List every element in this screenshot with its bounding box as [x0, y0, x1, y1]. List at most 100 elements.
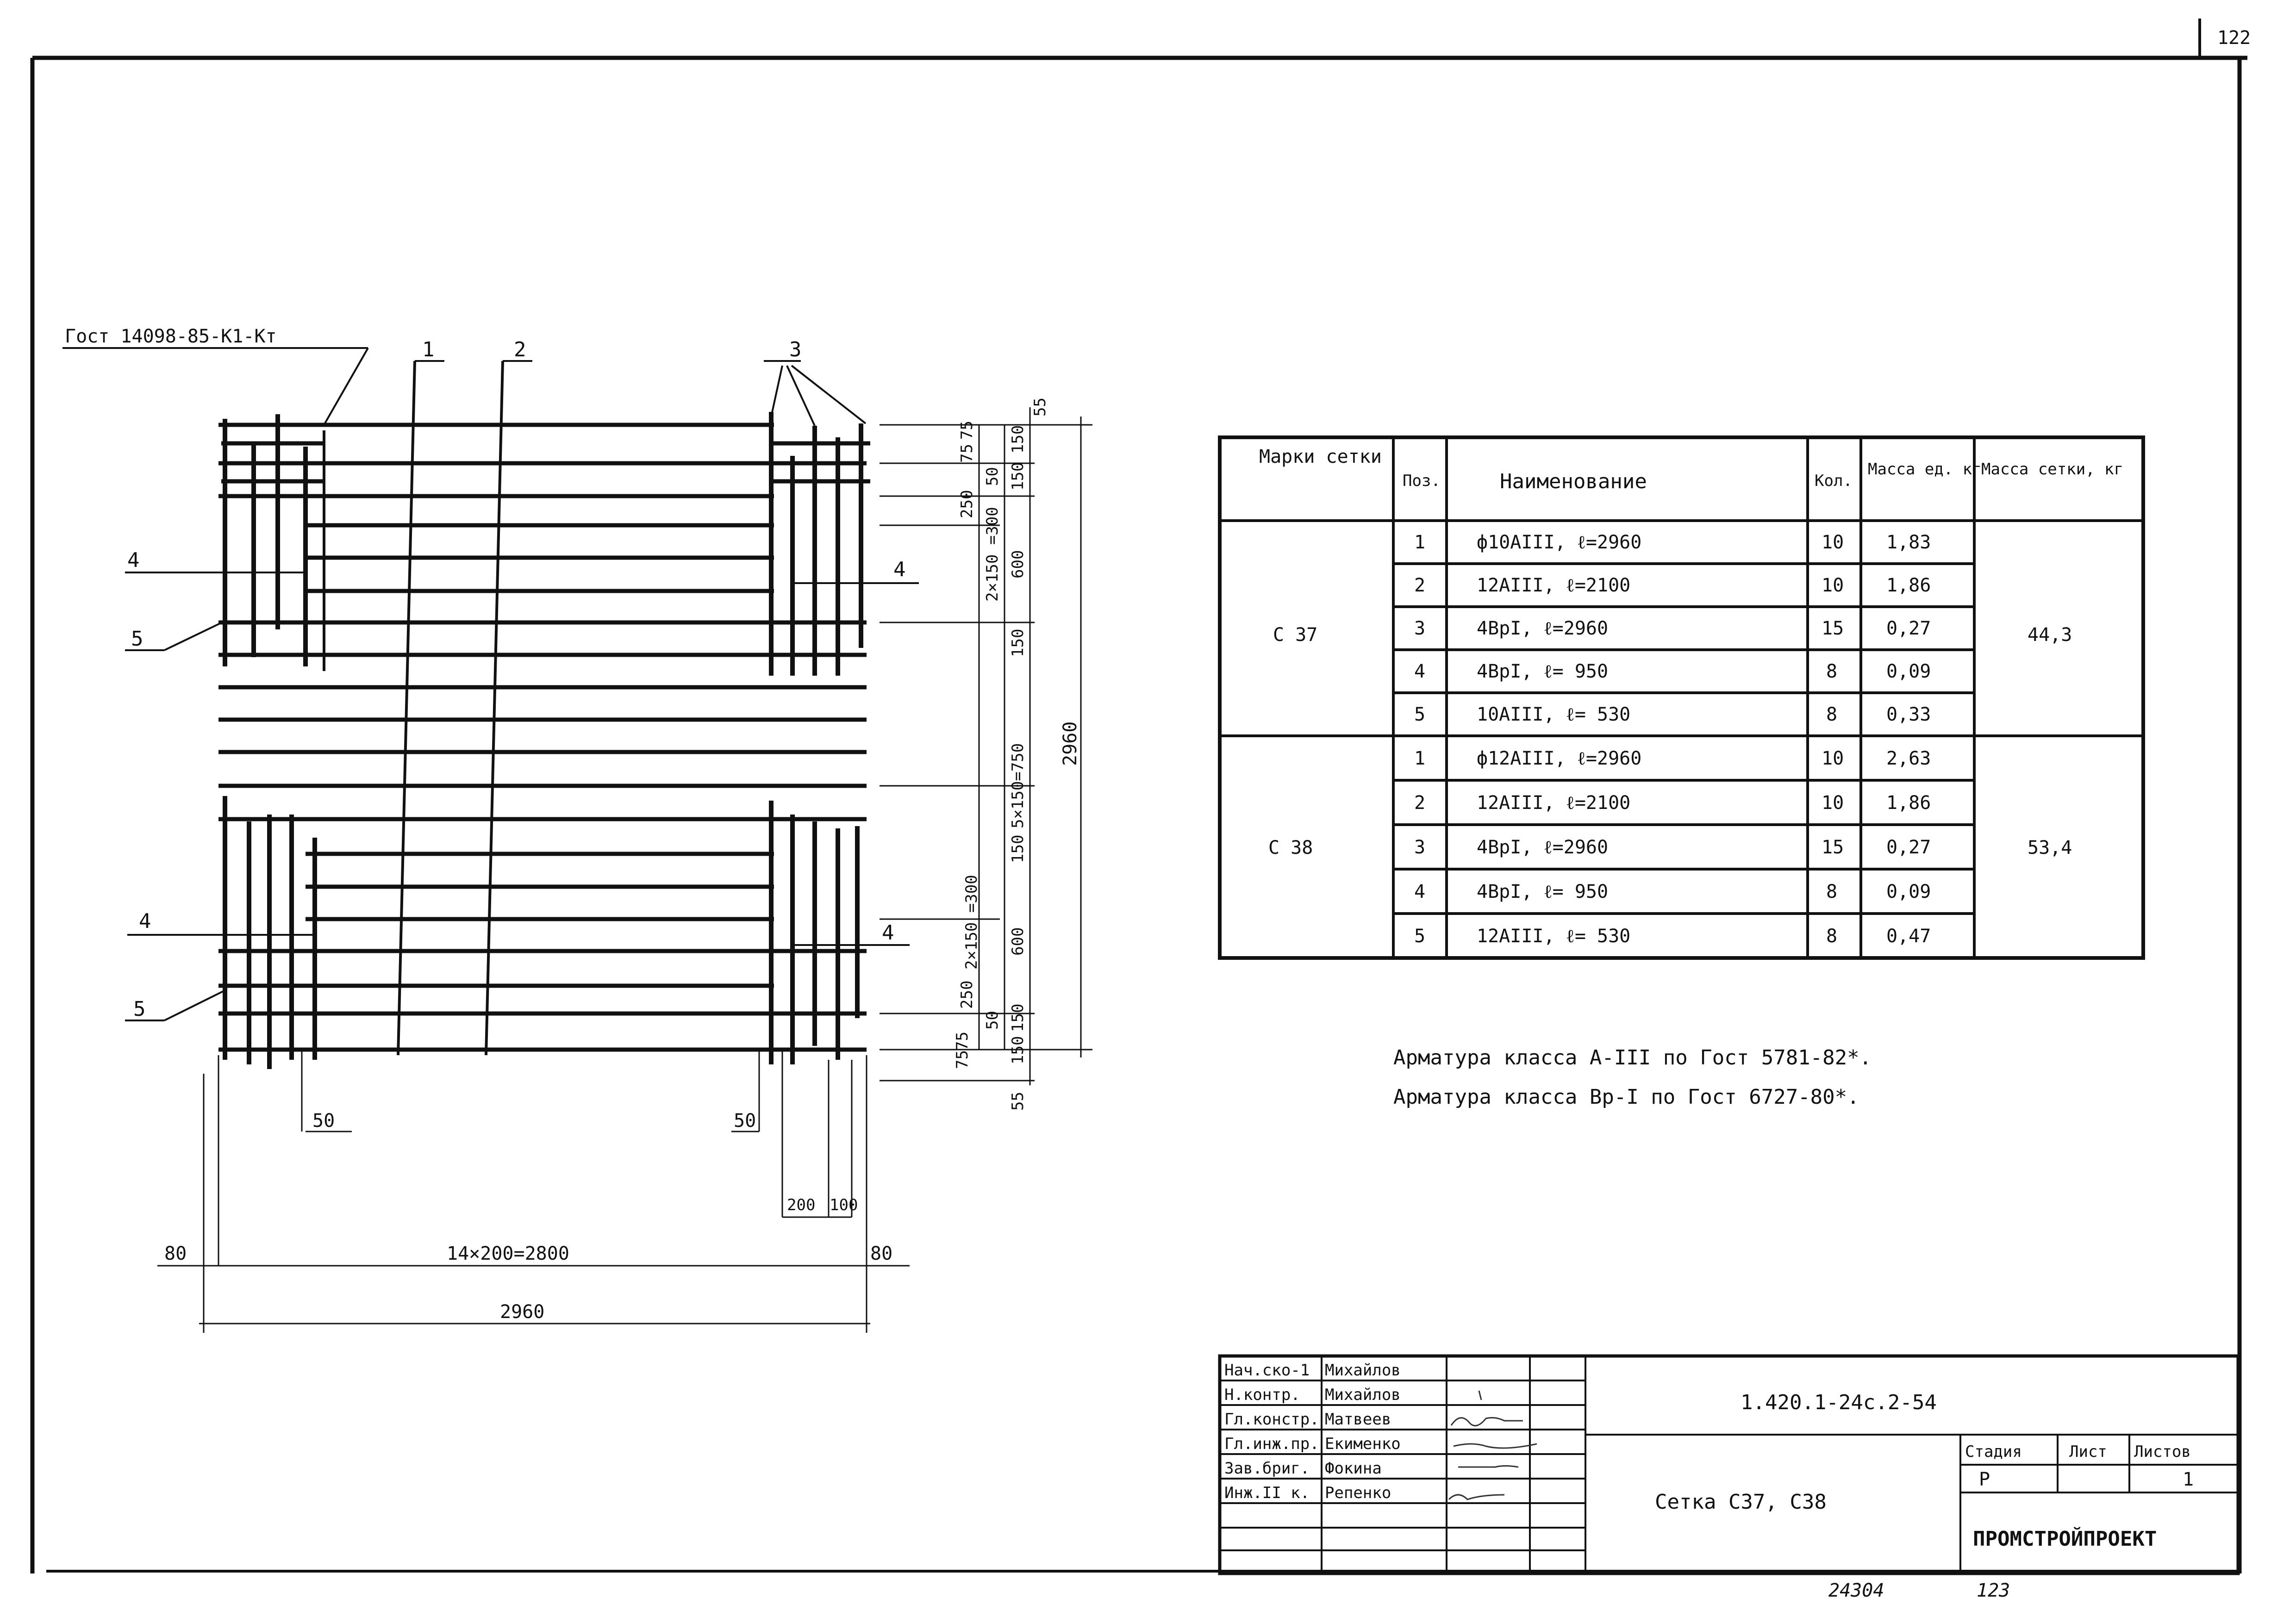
c38-pos-1: 1: [1414, 748, 1425, 769]
c37-name-2: 12АIII, ℓ=2100: [1477, 575, 1630, 596]
name-5: Фокина: [1325, 1459, 1382, 1478]
c38-name-2: 12АIII, ℓ=2100: [1477, 792, 1630, 814]
dim-75-b: 75: [958, 444, 976, 463]
c38-name-3: 4ВрI, ℓ=2960: [1477, 837, 1608, 858]
horizontal-bars: [218, 423, 867, 1052]
c37-mass-1: 1,83: [1886, 532, 1931, 553]
role-6: Инж.II к.: [1224, 1484, 1310, 1502]
c38-qty-1: 10: [1822, 748, 1844, 769]
dim-150-b: 150: [1009, 462, 1027, 491]
dim-5x150: 5×150=750: [1009, 743, 1027, 828]
title-block: Нач.ско-1 Михайлов Н.контр. Михайлов Гл.…: [1218, 1354, 2240, 1575]
role-3: Гл.констр.: [1224, 1410, 1319, 1429]
sheets-value: 1: [2183, 1469, 2194, 1490]
c37-qty-2: 10: [1822, 575, 1844, 596]
dim-250-b: 250: [958, 981, 976, 1009]
dim-75-d: 75: [953, 1050, 972, 1069]
right-dimension-labels: 55 150 75 75 50 150 250 2×150 =300 600 1…: [953, 398, 1081, 1111]
c38-mass-5: 0,47: [1886, 926, 1931, 947]
dim-600-a: 600: [1009, 550, 1027, 578]
c37-qty-3: 15: [1822, 618, 1844, 639]
c37-name-3: 4ВрI, ℓ=2960: [1477, 618, 1608, 639]
bottom-note-right: 123: [1977, 1580, 2010, 1601]
pos-label-5-bottom: 5: [133, 997, 146, 1021]
header-name: Наименование: [1500, 470, 1647, 493]
name-3: Матвеев: [1325, 1410, 1391, 1429]
bottom-note-left: 24304: [1828, 1580, 1884, 1601]
stage-label: Стадия: [1965, 1443, 2022, 1461]
c38-name-5: 12АIII, ℓ= 530: [1477, 926, 1630, 947]
sheet-frame: 1 2 2: [30, 19, 2251, 1573]
c38-mass-4: 0,09: [1886, 881, 1931, 902]
pos-label-3: 3: [789, 338, 802, 361]
c37-name-5: 10АIII, ℓ= 530: [1477, 704, 1630, 725]
c38-mass-3: 0,27: [1886, 837, 1931, 858]
signature-scribbles: [1448, 1390, 1537, 1500]
dim-150-a: 150: [1009, 425, 1027, 454]
dim-2x150-b: 2×150 =300: [962, 875, 981, 970]
c38-pos-4: 4: [1414, 881, 1425, 902]
role-4: Гл.инж.пр.: [1224, 1435, 1319, 1453]
header-mesh-mass: Масса сетки, кг: [1981, 460, 2123, 479]
dim-100: 100: [830, 1196, 858, 1214]
dim-55-bottom: 55: [1009, 1092, 1027, 1111]
dim-75-a: 75: [958, 421, 976, 440]
dim-80-left: 80: [164, 1243, 187, 1264]
pos-label-4-bottom: 4: [139, 909, 151, 933]
mark-c38: С 38: [1268, 837, 1313, 858]
c37-pos-2: 2: [1414, 575, 1425, 596]
total-c37: 44,3: [2028, 624, 2072, 646]
dim-50-a: 50: [983, 467, 1002, 486]
c37-qty-1: 10: [1822, 532, 1844, 553]
stage-value: Р: [1979, 1469, 1990, 1490]
dim-600-b: 600: [1009, 927, 1027, 956]
dim-250-a: 250: [958, 490, 976, 518]
c38-name-1: ф12АIII, ℓ=2960: [1477, 748, 1641, 769]
dim-55-top: 55: [1031, 398, 1049, 417]
dim-2960-horizontal: 2960: [500, 1301, 544, 1323]
c37-pos-5: 5: [1414, 704, 1425, 725]
pos-label-4-right-bottom: 4: [882, 921, 894, 945]
dim-50-left: 50: [312, 1110, 335, 1132]
c38-pos-5: 5: [1414, 926, 1425, 947]
dim-2960-vertical: 2960: [1060, 721, 1081, 766]
dim-150-d: 150: [1009, 835, 1027, 863]
pos-label-4-right-top: 4: [893, 558, 906, 581]
c38-qty-3: 15: [1822, 837, 1844, 858]
name-2: Михайлов: [1325, 1386, 1401, 1404]
c38-pos-2: 2: [1414, 792, 1425, 814]
dim-50-b: 50: [983, 1011, 1002, 1030]
mesh-drawing: Гост 14098-85-К1-Кт 1 2 3 4 5 4 5 4 4 5: [62, 326, 1092, 1333]
role-5: Зав.бриг.: [1224, 1459, 1310, 1478]
header-qty: Кол.: [1815, 472, 1853, 490]
pos-label-1: 1: [422, 338, 435, 361]
role-2: Н.контр.: [1224, 1386, 1300, 1404]
name-6: Репенко: [1325, 1484, 1391, 1502]
dim-150-e: 150: [1009, 1004, 1027, 1032]
pos-label-5-top: 5: [131, 627, 144, 651]
standard-note: Гост 14098-85-К1-Кт: [65, 326, 277, 347]
dim-150-f: 150: [1009, 1036, 1027, 1064]
c38-mass-2: 1,86: [1886, 792, 1931, 814]
c37-pos-3: 3: [1414, 618, 1425, 639]
sheet-label: Лист: [2069, 1443, 2107, 1461]
total-c38: 53,4: [2028, 837, 2072, 858]
pos-label-2: 2: [514, 338, 526, 361]
document-code: 1.420.1-24с.2-54: [1741, 1391, 1937, 1414]
notes: Арматура класса А-III по Гост 5781-82*. …: [1393, 1046, 1872, 1109]
name-1: Михайлов: [1325, 1361, 1401, 1380]
note-a3: Арматура класса А-III по Гост 5781-82*.: [1393, 1046, 1872, 1070]
name-4: Екименко: [1325, 1435, 1401, 1453]
dim-150-c: 150: [1009, 629, 1027, 657]
sheets-label: Листов: [2134, 1443, 2191, 1461]
c37-mass-2: 1,86: [1886, 575, 1931, 596]
c37-mass-4: 0,09: [1886, 661, 1931, 682]
sheet-number-top: 122: [2217, 27, 2251, 49]
c37-name-1: ф10АIII, ℓ=2960: [1477, 532, 1641, 553]
dim-14x200: 14×200=2800: [447, 1243, 569, 1264]
c37-pos-4: 4: [1414, 661, 1425, 682]
dim-75-c: 75: [953, 1032, 972, 1051]
c37-qty-5: 8: [1826, 704, 1837, 725]
header-unit-mass: Масса ед. кг: [1868, 460, 1982, 479]
